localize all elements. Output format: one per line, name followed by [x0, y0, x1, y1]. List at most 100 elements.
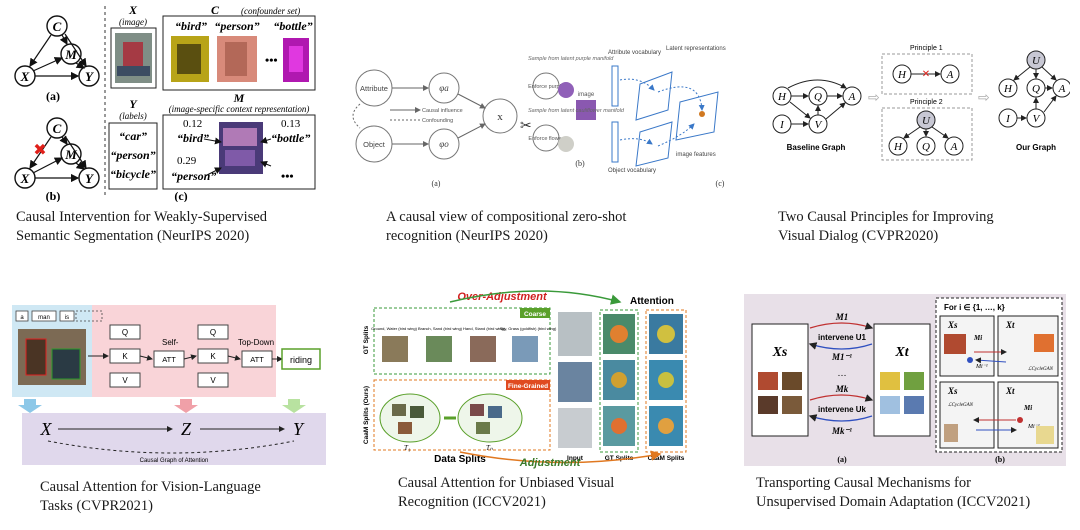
svg-text:Mk: Mk: [835, 384, 849, 394]
svg-text:GT Splits: GT Splits: [363, 325, 370, 354]
svg-text:“bottle”: “bottle”: [273, 19, 312, 33]
svg-text:Attention: Attention: [630, 296, 674, 307]
svg-text:K: K: [122, 352, 128, 361]
svg-text:V: V: [210, 376, 216, 385]
svg-text:Our Graph: Our Graph: [1016, 143, 1056, 152]
svg-text:Tₙ: Tₙ: [486, 444, 493, 452]
svg-text:Branch, Sand (bird wing): Branch, Sand (bird wing): [418, 326, 463, 331]
svg-text:Q: Q: [922, 141, 930, 153]
svg-text:Q: Q: [210, 328, 216, 337]
svg-text:Y: Y: [129, 97, 138, 111]
figure-2-diagram: Attribute Object φa φo x Causal influenc…: [352, 46, 726, 188]
svg-text:Attribute vocabulary: Attribute vocabulary: [608, 50, 661, 56]
svg-text:“car”: “car”: [119, 129, 147, 143]
svg-text:“bicycle”: “bicycle”: [110, 167, 156, 181]
svg-text:Q: Q: [814, 91, 822, 103]
scissors-icon: ✂: [520, 119, 532, 134]
svg-text:Baseline Graph: Baseline Graph: [787, 143, 846, 152]
svg-text:ATT: ATT: [162, 355, 176, 364]
svg-text:A: A: [1058, 83, 1066, 95]
svg-text:M: M: [64, 147, 77, 162]
figure-cell-4: a man is Q K V Self- ATT Q K V Top-Down …: [0, 290, 340, 530]
figure-cell-1: C M X Y (a) C M X Y: [0, 0, 330, 250]
svg-text:A: A: [848, 91, 856, 103]
svg-text:(confounder set): (confounder set): [241, 6, 300, 16]
svg-text:φo: φo: [439, 139, 449, 149]
svg-text:Adjustment: Adjustment: [519, 457, 582, 469]
caption-3: Two Causal Principles for Improving Visu…: [778, 209, 994, 244]
svg-text:“bottle”: “bottle”: [271, 131, 310, 145]
svg-text:Enforce purple: Enforce purple: [528, 84, 564, 90]
svg-text:(image): (image): [119, 17, 147, 27]
svg-text:“person”: “person”: [171, 169, 216, 183]
caption-4: Causal Attention for Vision-Language Tas…: [40, 479, 261, 514]
figure-5-diagram: Over-Adjustment Attention Coarse GT Spli…: [363, 290, 687, 465]
figure-cell-2: Attribute Object φa φo x Causal influenc…: [340, 0, 740, 250]
caption-2: A causal view of compositional zero-shot…: [386, 209, 627, 244]
our-graph: U H Q A I V Our Graph: [998, 50, 1070, 152]
svg-text:Coarse: Coarse: [524, 311, 546, 318]
svg-text:Sample from latent cauliflower: Sample from latent cauliflower manifold: [528, 108, 625, 114]
svg-text:Self-: Self-: [162, 338, 179, 347]
svg-text:Data Splits: Data Splits: [434, 454, 486, 465]
svg-text:Fine-Grained: Fine-Grained: [508, 383, 548, 390]
svg-text:(a): (a): [46, 89, 60, 103]
cut-icon: ✕: [922, 69, 930, 80]
svg-text:Q: Q: [122, 328, 128, 337]
svg-text:V: V: [815, 119, 823, 131]
svg-text:Sample from latent purple mani: Sample from latent purple manifold: [528, 56, 614, 62]
svg-text:0.12: 0.12: [183, 118, 202, 130]
svg-text:Causal influence: Causal influence: [422, 108, 463, 114]
svg-text:M: M: [233, 91, 245, 105]
svg-text:(b): (b): [575, 159, 585, 168]
svg-text:Xt: Xt: [1005, 386, 1015, 396]
svg-text:•••: •••: [281, 169, 294, 183]
svg-text:H: H: [893, 141, 903, 153]
svg-text:Xs: Xs: [947, 386, 958, 396]
svg-text:Xt: Xt: [894, 345, 909, 360]
svg-text:I: I: [779, 119, 785, 131]
svg-text:(a): (a): [837, 455, 847, 464]
svg-text:Z: Z: [181, 419, 192, 439]
svg-text:M: M: [64, 47, 77, 62]
svg-text:For i ∈ {1, …, k}: For i ∈ {1, …, k}: [944, 303, 1005, 312]
svg-text:M1⁻¹: M1⁻¹: [831, 352, 852, 362]
figure-6-diagram: Xs Xt M1 intervene U1 M1⁻¹ … Mk interven…: [744, 294, 1066, 466]
svg-text:Latent representations: Latent representations: [666, 46, 726, 52]
svg-text:K: K: [210, 352, 216, 361]
svg-text:(a): (a): [432, 179, 441, 188]
figure-cell-6: Xs Xt M1 intervene U1 M1⁻¹ … Mk interven…: [740, 280, 1080, 530]
svg-text:C: C: [53, 121, 62, 136]
svg-text:riding: riding: [290, 355, 312, 365]
svg-text:Xt: Xt: [1005, 320, 1015, 330]
figure-1-diagram: C M X Y (a) C M X Y: [14, 3, 316, 202]
svg-text:H: H: [1003, 83, 1013, 95]
baseline-graph: H Q A I V Baseline Graph: [772, 79, 862, 152]
svg-text:V: V: [1033, 113, 1041, 125]
svg-text:(c): (c): [174, 189, 187, 202]
svg-text:X: X: [40, 419, 53, 439]
svg-text:⇨: ⇨: [868, 91, 880, 106]
svg-text:Object vocabulary: Object vocabulary: [608, 168, 656, 174]
svg-text:“bird”: “bird”: [175, 19, 207, 33]
caption-1: Causal Intervention for Weakly-Supervise…: [16, 209, 268, 244]
svg-text:φa: φa: [439, 83, 449, 93]
svg-text:(image-specific context repres: (image-specific context representation): [169, 104, 310, 114]
svg-text:man: man: [38, 315, 50, 321]
svg-text:Xs: Xs: [947, 320, 958, 330]
svg-text:Top-Down: Top-Down: [238, 338, 274, 347]
caption-6: Transporting Causal Mechanisms for Unsup…: [756, 475, 1031, 510]
svg-text:CaaM Splits: CaaM Splits: [648, 455, 685, 462]
svg-text:ℒCycleGAN: ℒCycleGAN: [1028, 366, 1054, 372]
svg-text:X: X: [20, 69, 30, 84]
svg-text:Input: Input: [567, 455, 584, 462]
svg-text:Object: Object: [363, 140, 386, 149]
svg-text:is: is: [65, 315, 69, 321]
svg-text:U: U: [1032, 55, 1041, 67]
svg-text:ATT: ATT: [250, 355, 264, 364]
svg-text:Mi⁻¹: Mi⁻¹: [1027, 424, 1040, 430]
figure-3-diagram: H Q A I V Baseline Graph ⇨ Principle 1 H…: [772, 45, 1070, 161]
causal-graph-a: C M X Y (a): [14, 15, 100, 103]
svg-text:I: I: [1005, 113, 1011, 125]
svg-text:(c): (c): [716, 179, 725, 188]
